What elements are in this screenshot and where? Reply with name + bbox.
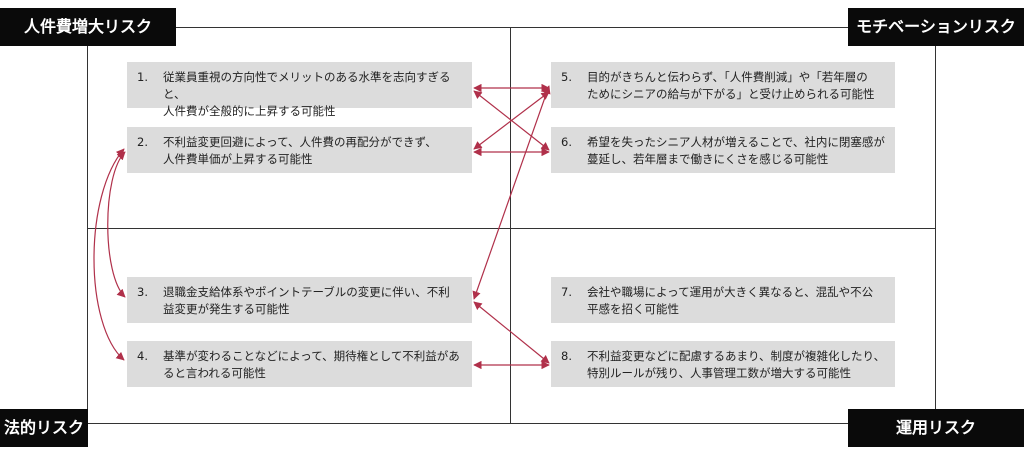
risk-item-number: 5. xyxy=(561,70,572,84)
arrow-3-8 xyxy=(473,301,550,364)
arrow-2-4 xyxy=(93,148,125,361)
risk-item-number: 8. xyxy=(561,349,572,363)
risk-item-text: 不利益変更などに配慮するあまり、制度が複雑化したり、 特別ルールが残り、人事管理… xyxy=(587,349,886,380)
risk-item-7: 7. 会社や職場によって運用が大きく異なると、混乱や不公 平感を招く可能性 xyxy=(551,277,895,323)
label-motivation-risk: モチベーションリスク xyxy=(848,8,1024,46)
arrow-2-3 xyxy=(107,151,126,298)
risk-item-number: 6. xyxy=(561,135,572,149)
risk-item-number: 4. xyxy=(137,349,148,363)
risk-item-2: 2. 不利益変更回避によって、人件費の再配分ができず、 人件費単価が上昇する可能… xyxy=(127,127,472,173)
risk-item-8: 8. 不利益変更などに配慮するあまり、制度が複雑化したり、 特別ルールが残り、人… xyxy=(551,341,895,387)
risk-item-text: 会社や職場によって運用が大きく異なると、混乱や不公 平感を招く可能性 xyxy=(587,285,874,316)
risk-item-text: 退職金支給体系やポイントテーブルの変更に伴い、不利 益変更が発生する可能性 xyxy=(163,285,450,316)
risk-item-1: 1. 従業員重視の方向性でメリットのある水準を志向すぎると、 人件費が全般的に上… xyxy=(127,62,472,118)
risk-item-5: 5. 目的がきちんと伝わらず、「人件費削減」や「若年層の ためにシニアの給与が下… xyxy=(551,62,895,108)
arrow-3-5 xyxy=(472,85,551,300)
risk-item-number: 1. xyxy=(137,70,148,84)
label-legal-risk: 法的リスク xyxy=(0,409,88,447)
risk-item-6: 6. 希望を失ったシニア人材が増えることで、社内に閉塞感が 蔓延し、若年層まで働… xyxy=(551,127,895,173)
label-personnel-cost-risk: 人件費増大リスク xyxy=(0,8,176,46)
risk-item-number: 3. xyxy=(137,285,148,299)
quadrant-frame xyxy=(87,27,936,424)
risk-item-text: 従業員重視の方向性でメリットのある水準を志向すぎると、 人件費が全般的に上昇する… xyxy=(163,70,451,118)
risk-item-number: 7. xyxy=(561,285,572,299)
risk-item-4: 4. 基準が変わることなどによって、期待権として不利益があ ると言われる可能性 xyxy=(127,341,472,387)
risk-item-3: 3. 退職金支給体系やポイントテーブルの変更に伴い、不利 益変更が発生する可能性 xyxy=(127,277,472,323)
risk-item-number: 2. xyxy=(137,135,148,149)
risk-item-text: 基準が変わることなどによって、期待権として不利益があ ると言われる可能性 xyxy=(163,349,460,380)
risk-item-text: 目的がきちんと伝わらず、「人件費削減」や「若年層の ためにシニアの給与が下がる」… xyxy=(587,70,875,101)
risk-item-text: 希望を失ったシニア人材が増えることで、社内に閉塞感が 蔓延し、若年層まで働きにく… xyxy=(587,135,885,166)
risk-item-text: 不利益変更回避によって、人件費の再配分ができず、 人件費単価が上昇する可能性 xyxy=(163,135,437,166)
label-operational-risk: 運用リスク xyxy=(848,409,1024,447)
